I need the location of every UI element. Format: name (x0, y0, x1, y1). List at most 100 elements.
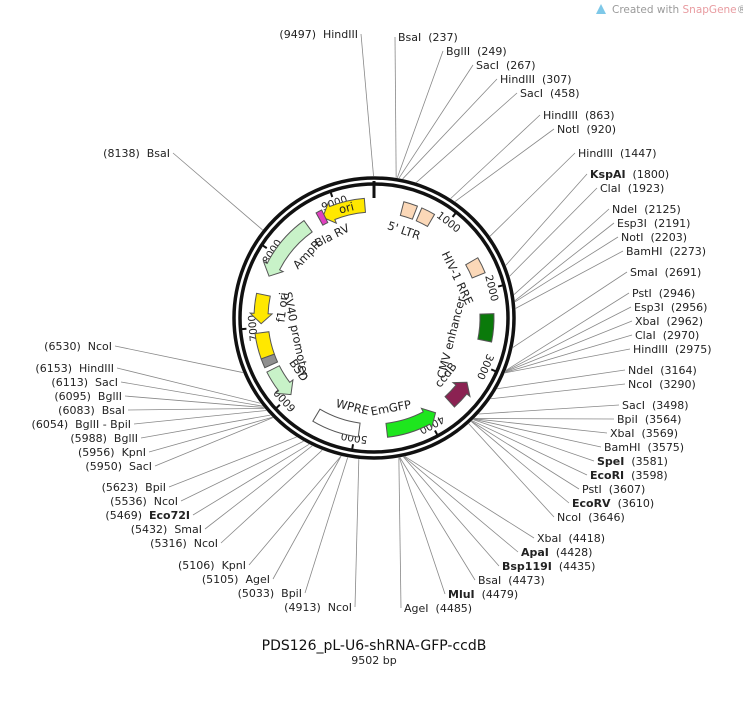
site-label-right-31[interactable]: XbaI (4418) (537, 532, 605, 545)
site-text-part: PstI (582, 483, 602, 496)
site-label-right-34[interactable]: BsaI (4473) (478, 574, 545, 587)
site-text-part: NcoI (328, 601, 352, 614)
site-label-right-16[interactable]: Esp3I (2956) (634, 301, 707, 314)
site-label-right-4[interactable]: SacI (458) (520, 87, 580, 100)
site-label-right-36[interactable]: AgeI (4485) (404, 602, 472, 615)
feature-f1-ori[interactable] (248, 292, 274, 325)
feature-bla-rv[interactable] (315, 209, 329, 226)
site-label-right-11[interactable]: Esp3I (2191) (617, 217, 690, 230)
site-label-left-7[interactable]: (6054) BglII - BpiI (32, 418, 131, 431)
site-label-left-5[interactable]: (6095) BglII (54, 390, 122, 403)
site-text-part: AgeI (404, 602, 429, 615)
site-label-right-23[interactable]: BpiI (3564) (617, 413, 681, 426)
site-label-left-17[interactable]: (5105) AgeI (202, 573, 270, 586)
feature-wpre[interactable] (312, 408, 361, 438)
site-label-left-19[interactable]: (4913) NcoI (284, 601, 352, 614)
site-label-right-6[interactable]: NotI (920) (557, 123, 616, 136)
site-label-right-18[interactable]: ClaI (2970) (635, 329, 699, 342)
site-label-right-17[interactable]: XbaI (2962) (635, 315, 703, 328)
leader-line (474, 418, 615, 420)
site-text-part: (6153) (35, 362, 79, 375)
site-label-right-19[interactable]: HindIII (2975) (633, 343, 712, 356)
site-text-part: (5033) (238, 587, 282, 600)
leader-line (450, 114, 541, 199)
site-label-left-4[interactable]: (6113) SacI (51, 376, 118, 389)
site-label-right-2[interactable]: SacI (267) (476, 59, 536, 72)
site-text-part: (2125) (637, 203, 681, 216)
site-label-left-2[interactable]: (6530) NcoI (44, 340, 112, 353)
site-label-left-1[interactable]: (8138) BsaI (103, 147, 170, 160)
feature-hiv-1-rre[interactable] (464, 257, 486, 279)
site-label-left-9[interactable]: (5956) KpnI (78, 446, 146, 459)
site-label-right-3[interactable]: HindIII (307) (500, 73, 572, 86)
feature-5-ltr-b[interactable] (415, 207, 436, 228)
tick-mark (329, 190, 334, 198)
feature-ori[interactable] (322, 197, 366, 225)
site-label-right-28[interactable]: PstI (3607) (582, 483, 645, 496)
site-label-right-15[interactable]: PstI (2946) (632, 287, 695, 300)
feature-emgfp[interactable] (385, 407, 437, 438)
site-text-part: SmaI (174, 523, 202, 536)
site-label-right-27[interactable]: EcoRI (3598) (590, 469, 668, 482)
site-label-right-7[interactable]: HindIII (1447) (578, 147, 657, 160)
feature-ccdb[interactable] (444, 381, 471, 408)
site-label-right-13[interactable]: BamHI (2273) (626, 245, 706, 258)
site-label-right-20[interactable]: NdeI (3164) (628, 364, 697, 377)
site-label-right-25[interactable]: BamHI (3575) (604, 441, 684, 454)
site-label-left-13[interactable]: (5469) Eco72I (105, 509, 190, 522)
feature-bsd[interactable] (266, 365, 294, 396)
leader-line (168, 436, 297, 488)
site-label-right-24[interactable]: XbaI (3569) (610, 427, 678, 440)
leader-line (505, 306, 632, 372)
site-label-left-0[interactable]: (9497) HindIII (279, 28, 358, 41)
site-text-part: (3575) (641, 441, 685, 454)
site-label-left-18[interactable]: (5033) BpiI (238, 587, 302, 600)
leader-line (172, 152, 263, 231)
site-label-left-14[interactable]: (5432) SmaI (131, 523, 202, 536)
site-label-left-15[interactable]: (5316) NcoI (150, 537, 218, 550)
site-label-left-6[interactable]: (6083) BsaI (58, 404, 125, 417)
feature-ampr[interactable] (262, 219, 313, 277)
site-label-right-29[interactable]: EcoRV (3610) (572, 497, 654, 510)
site-label-right-8[interactable]: KspAI (1800) (590, 168, 669, 181)
site-label-right-33[interactable]: Bsp119I (4435) (502, 560, 595, 573)
site-label-right-12[interactable]: NotI (2203) (621, 231, 687, 244)
site-label-right-35[interactable]: MluI (4479) (448, 588, 518, 601)
site-text-part: (3290) (652, 378, 696, 391)
site-label-left-10[interactable]: (5950) SacI (85, 460, 152, 473)
site-label-right-14[interactable]: SmaI (2691) (630, 266, 701, 279)
site-text-part: KpnI (222, 559, 246, 572)
leader-line (505, 320, 633, 373)
site-text-part: (3569) (635, 427, 679, 440)
site-label-left-11[interactable]: (5623) BpiI (102, 481, 166, 494)
feature-cmv-enhancer[interactable] (477, 313, 495, 343)
feature-em7[interactable] (260, 353, 279, 369)
site-label-right-21[interactable]: NcoI (3290) (628, 378, 696, 391)
feature-5-ltr[interactable] (399, 201, 419, 220)
site-label-left-12[interactable]: (5536) NcoI (110, 495, 178, 508)
site-text-part: (267) (499, 59, 536, 72)
site-label-right-1[interactable]: BglII (249) (446, 45, 507, 58)
watermark-text: Created with SnapGene® (612, 4, 743, 16)
site-label-right-32[interactable]: ApaI (4428) (521, 546, 592, 559)
feature-sv40-promoter[interactable] (254, 331, 275, 360)
leader-line (148, 416, 273, 453)
tick-mark (490, 368, 498, 373)
site-text-part: (6530) (44, 340, 88, 353)
leader-line (398, 457, 402, 609)
site-label-right-0[interactable]: BsaI (237) (398, 31, 458, 44)
site-label-right-5[interactable]: HindIII (863) (543, 109, 615, 122)
site-text-part: BglII (446, 45, 470, 58)
site-label-left-8[interactable]: (5988) BglII (70, 432, 138, 445)
site-label-right-22[interactable]: SacI (3498) (622, 399, 689, 412)
site-label-right-10[interactable]: NdeI (2125) (612, 203, 681, 216)
site-label-right-9[interactable]: ClaI (1923) (600, 182, 664, 195)
feature-label-emgfp: EmGFP (369, 397, 412, 418)
site-label-right-30[interactable]: NcoI (3646) (557, 511, 625, 524)
site-label-left-3[interactable]: (6153) HindIII (35, 362, 114, 375)
site-text-part: (2962) (660, 315, 704, 328)
enzyme-name-bold: Eco72I (149, 509, 190, 522)
site-label-left-16[interactable]: (5106) KpnI (178, 559, 246, 572)
site-label-right-26[interactable]: SpeI (3581) (597, 455, 668, 468)
site-text-part: HindIII (79, 362, 114, 375)
